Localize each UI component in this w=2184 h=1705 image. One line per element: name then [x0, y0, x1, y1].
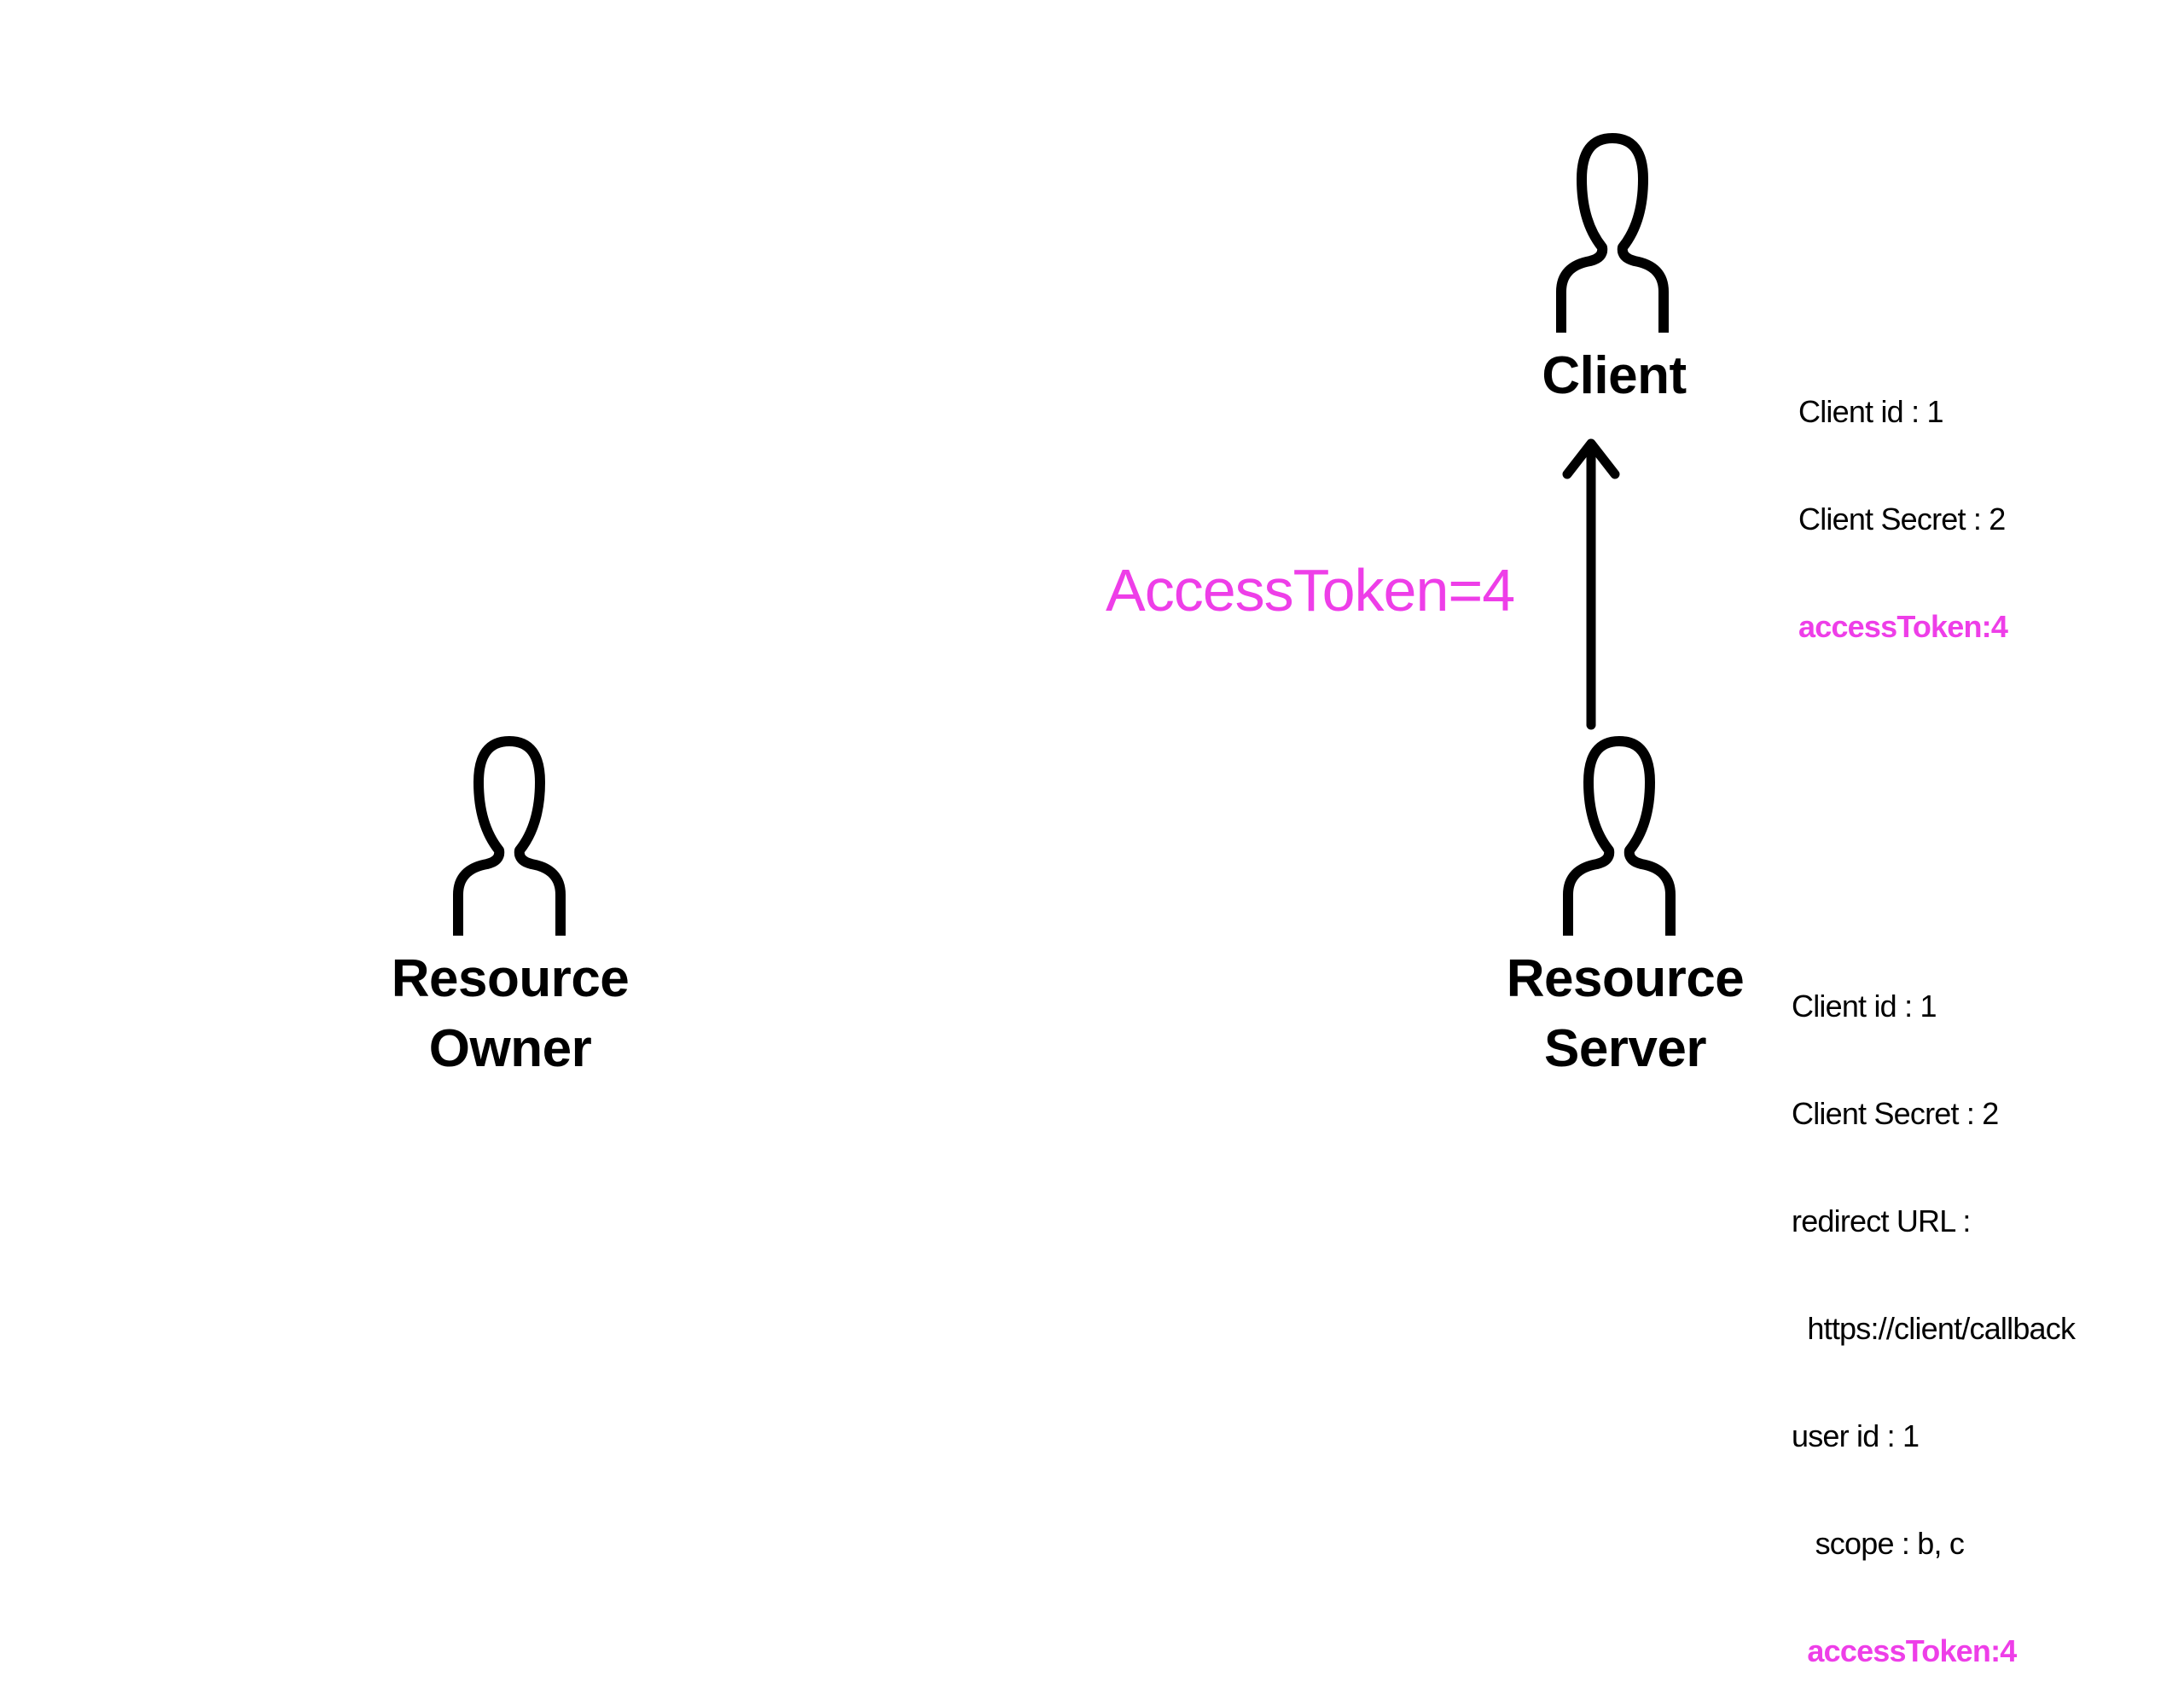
resource-owner-label-line-1: Resource	[391, 949, 630, 1008]
server-info-line-3: redirect URL :	[1792, 1203, 1971, 1238]
resource-server-label-line-1: Resource	[1506, 949, 1745, 1008]
server-info-block: Client id : 1 Client Secret : 2 redirect…	[1792, 917, 2076, 1705]
server-info-line-5: user id : 1	[1792, 1418, 1920, 1453]
resource-owner-person-icon	[458, 741, 561, 936]
access-token-flow-label: AccessToken=4	[1106, 556, 1515, 624]
client-info-line-1: Client id : 1	[1798, 394, 1944, 429]
server-info-line-4: https://client/callback	[1792, 1311, 2076, 1346]
resource-server-person-icon	[1568, 741, 1670, 936]
resource-server-label: Resource Server	[1472, 944, 1779, 1084]
resource-owner-label: Resource Owner	[357, 944, 664, 1084]
diagram-canvas	[0, 0, 2184, 1228]
client-info-line-2: Client Secret : 2	[1798, 502, 2006, 536]
resource-server-label-line-2: Server	[1543, 1019, 1707, 1078]
client-info-block: Client id : 1 Client Secret : 2 accessTo…	[1798, 322, 2008, 681]
server-info-line-2: Client Secret : 2	[1792, 1096, 1999, 1131]
client-label-text: Client	[1542, 346, 1687, 405]
server-info-line-6: scope : b, c	[1792, 1526, 1965, 1561]
client-info-token: accessToken:4	[1798, 609, 2008, 644]
client-person-icon	[1561, 138, 1664, 333]
client-label: Client	[1461, 341, 1768, 411]
server-info-line-1: Client id : 1	[1792, 989, 1937, 1024]
access-token-arrow	[1562, 438, 1620, 730]
server-info-token: accessToken:4	[1792, 1633, 2017, 1668]
access-token-flow-label-text: AccessToken=4	[1106, 557, 1515, 623]
resource-owner-label-line-2: Owner	[428, 1019, 592, 1078]
